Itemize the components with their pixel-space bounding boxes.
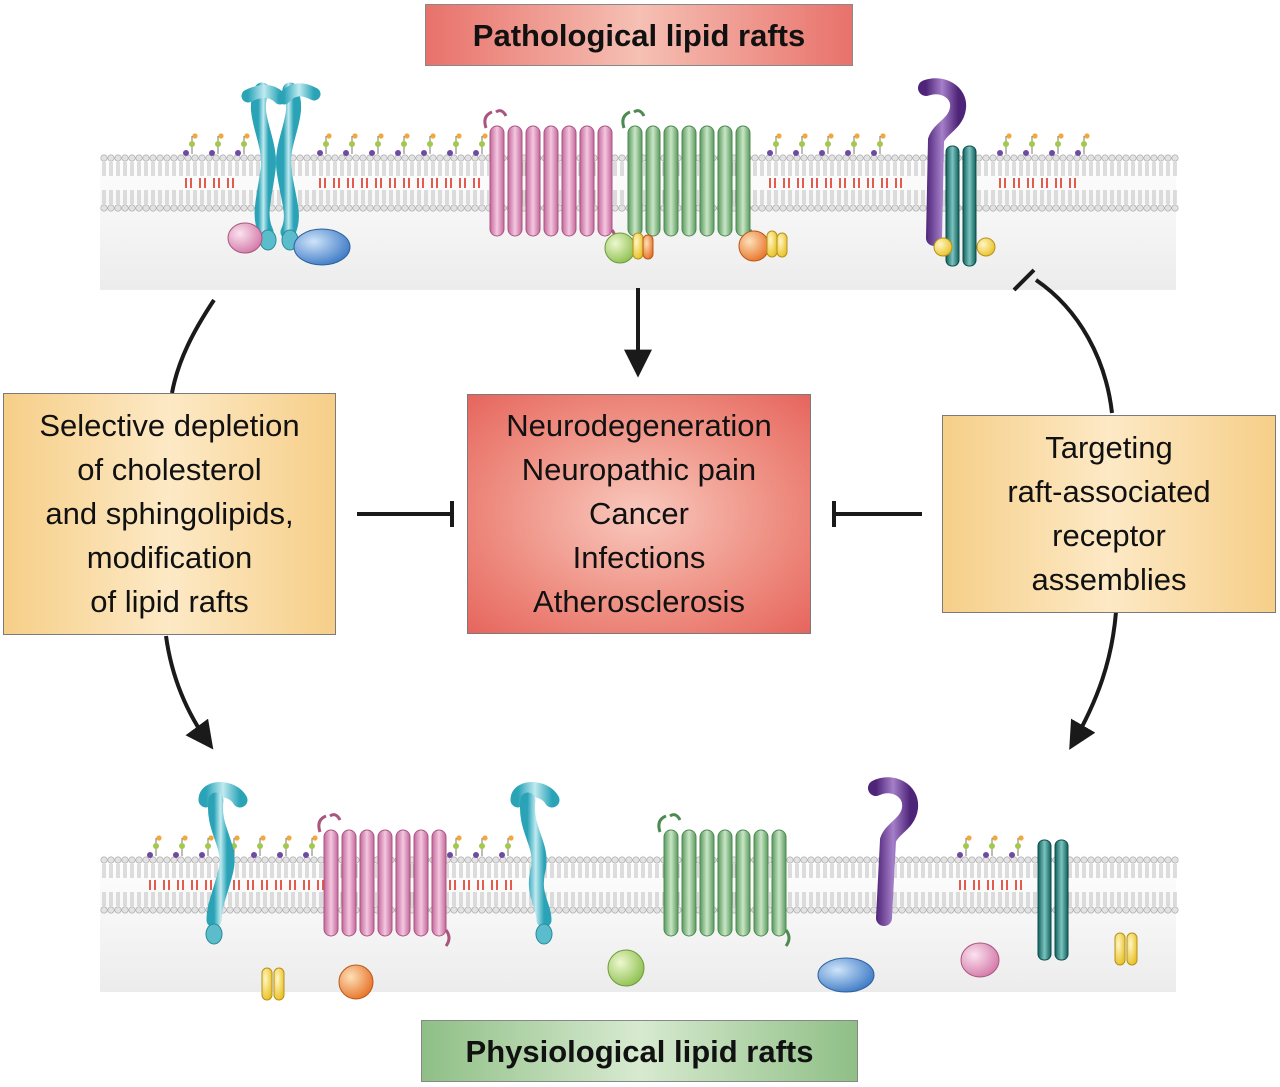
- green-seven-pass-receptor: [621, 109, 755, 247]
- right-box-line: assemblies: [1031, 562, 1187, 597]
- right-box-line: Targeting: [1045, 430, 1173, 465]
- pink-seven-pass-receptor-free: [317, 813, 451, 947]
- disease-item: Cancer: [589, 496, 689, 531]
- teal-monomer: [1037, 839, 1069, 961]
- arrow-left-top-curve: [170, 298, 216, 394]
- diseases-box: Neurodegeneration Neuropathic pain Cance…: [467, 394, 811, 634]
- disease-item: Neuropathic pain: [521, 452, 757, 487]
- left-box-line: of cholesterol: [77, 452, 262, 487]
- disease-item: Infections: [572, 540, 706, 575]
- cyan-monomer-right: [510, 782, 560, 945]
- inhibit-right-top-bar: [1012, 268, 1036, 292]
- physiological-title: Physiological lipid rafts: [421, 1020, 858, 1082]
- g-protein-green-complex: [604, 232, 654, 264]
- purple-monomer: [868, 777, 919, 926]
- left-box-line: modification: [86, 540, 253, 575]
- inhibit-right-top-curve: [1034, 278, 1114, 414]
- free-signaling-molecules: [261, 932, 1138, 1001]
- green-seven-pass-receptor-free: [657, 813, 791, 947]
- arrow-right-bottom-curve: [1069, 611, 1118, 750]
- left-box-line: and sphingolipids,: [45, 496, 294, 531]
- right-box-line: receptor: [1052, 518, 1166, 553]
- left-box-line: Selective depletion: [39, 408, 300, 443]
- g-protein-orange-complex: [738, 230, 788, 262]
- arrow-left-bottom-curve: [164, 635, 214, 750]
- arrows: [164, 268, 1118, 750]
- cyan-receptor-dimer: [227, 82, 351, 266]
- disease-item: Neurodegeneration: [506, 408, 772, 443]
- left-box-line: of lipid rafts: [90, 584, 249, 619]
- right-box-line: raft-associated: [1007, 474, 1211, 509]
- pink-adaptor-ball: [227, 222, 263, 254]
- lipid-depletion-box: Selective depletion of cholesterol and s…: [3, 393, 336, 635]
- receptor-targeting-box: Targeting raft-associated receptor assem…: [942, 415, 1276, 613]
- disease-item: Atherosclerosis: [533, 584, 745, 619]
- purple-teal-receptor: [918, 78, 996, 267]
- pathological-title: Pathological lipid rafts: [425, 4, 853, 66]
- blue-adaptor-ball: [293, 228, 351, 266]
- cyan-monomer-left: [198, 782, 248, 945]
